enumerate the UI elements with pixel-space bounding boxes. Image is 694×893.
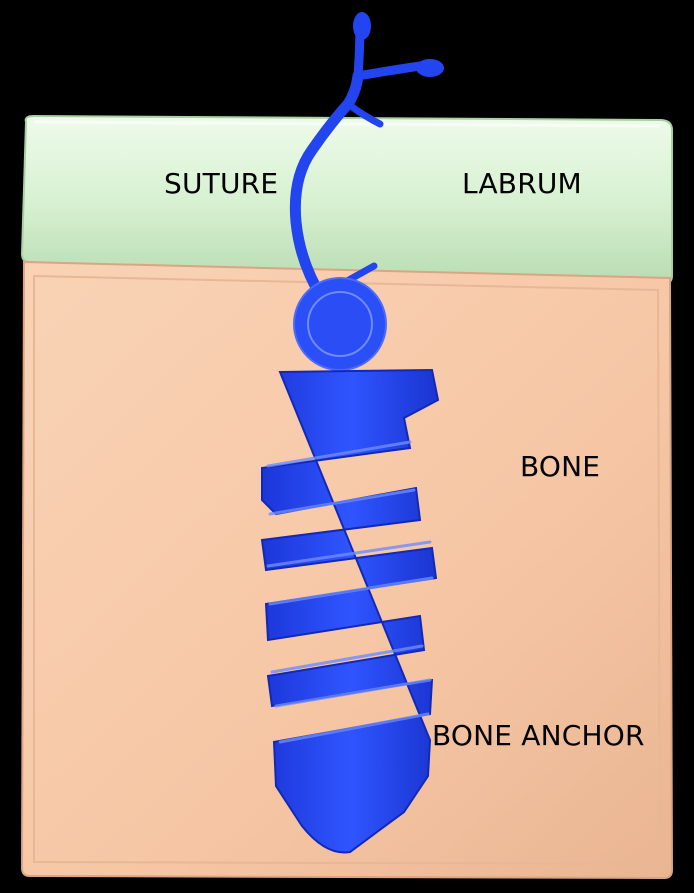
bone-label: BONE — [520, 450, 601, 483]
anchor-body — [260, 368, 440, 854]
suture-end-top — [353, 12, 371, 40]
bone-anchor-label: BONE ANCHOR — [432, 719, 645, 752]
suture-end-right — [416, 59, 444, 77]
bone-block — [20, 260, 674, 880]
suture-label: SUTURE — [164, 167, 279, 200]
labrum-label: LABRUM — [462, 167, 582, 200]
anchor-eyelet-ring — [307, 291, 373, 357]
labrum-band — [20, 114, 673, 286]
bone-inner-bevel — [33, 274, 662, 866]
labrum-highlight — [33, 120, 661, 128]
anchor-threads — [266, 440, 434, 744]
